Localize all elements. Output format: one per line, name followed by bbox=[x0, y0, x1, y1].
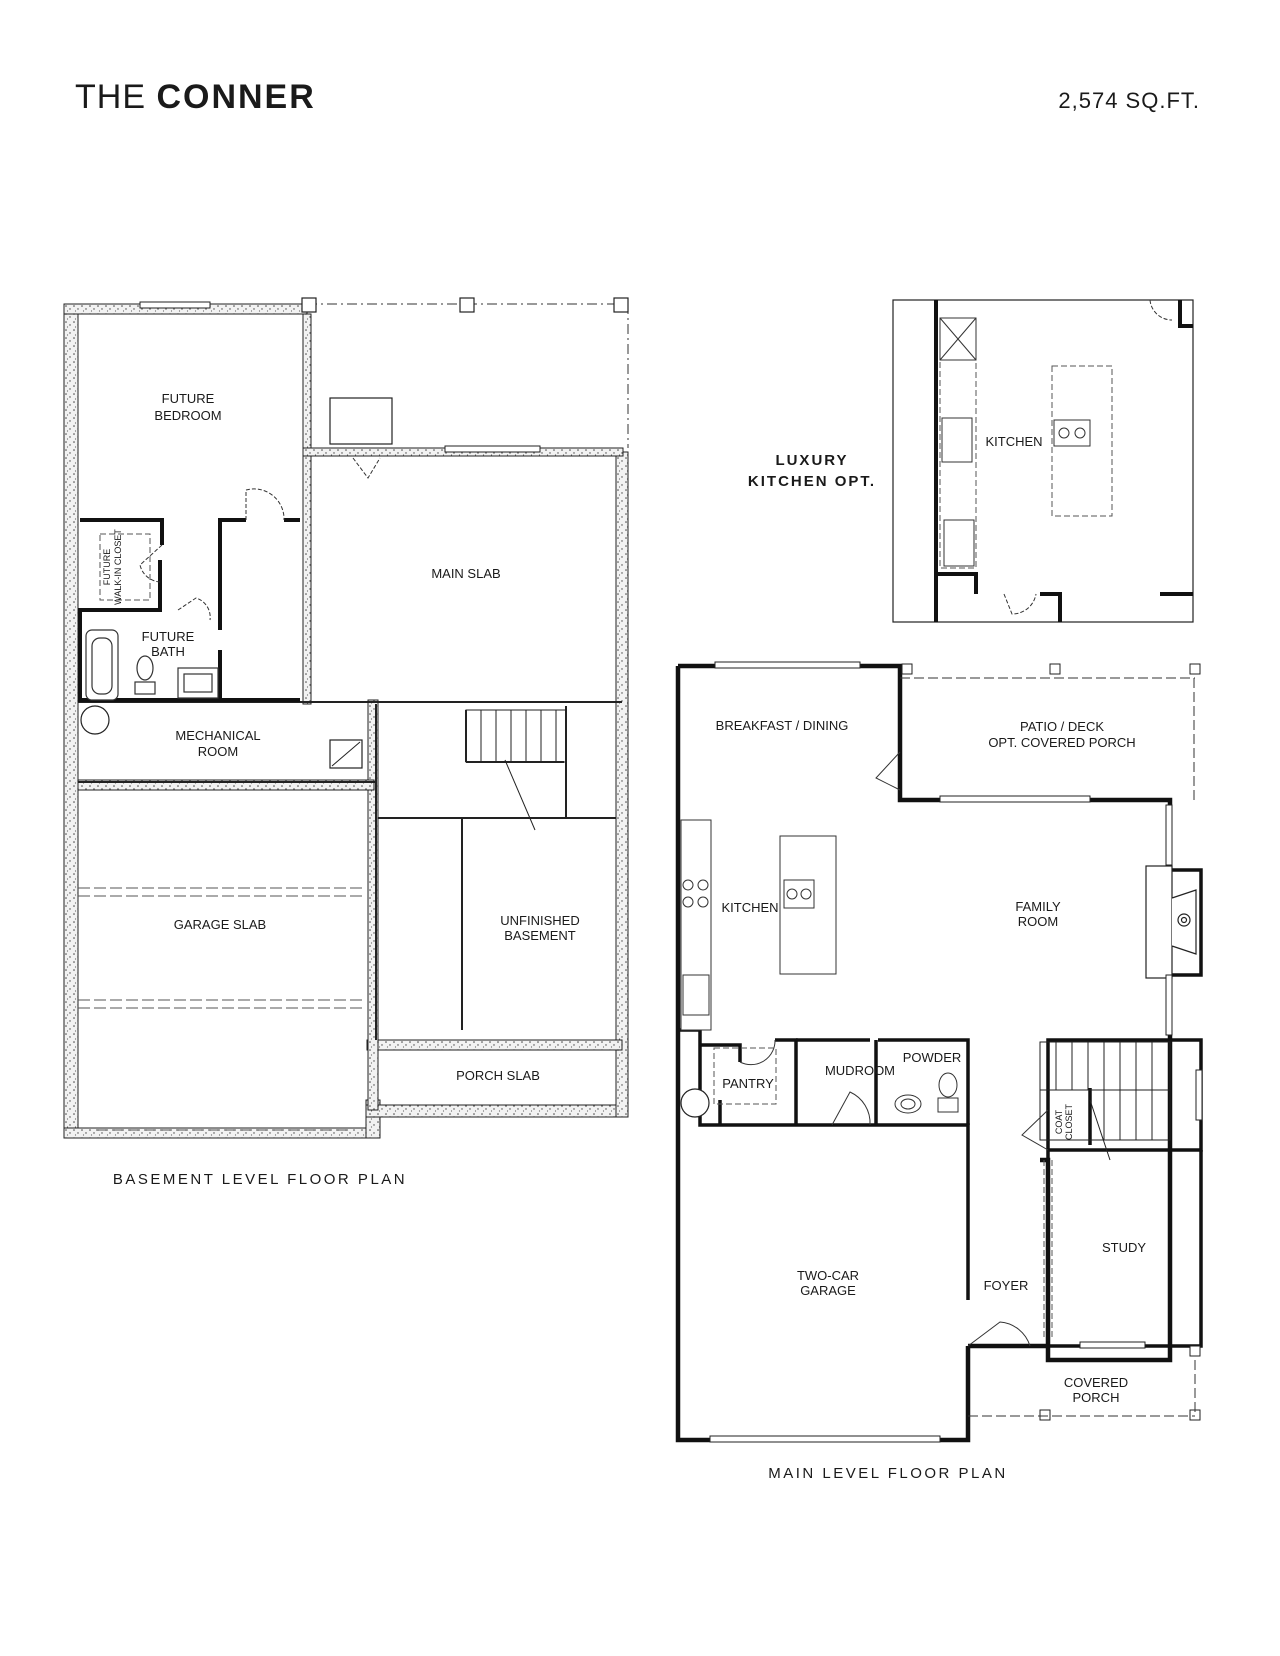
pantry-water-heater bbox=[680, 1088, 710, 1118]
basement-stairs bbox=[465, 709, 567, 831]
label-foyer: FOYER bbox=[984, 1278, 1029, 1293]
label-breakfast: BREAKFAST / DINING bbox=[716, 718, 849, 733]
bedroom-window bbox=[139, 301, 211, 309]
luxury-caption-1: LUXURY bbox=[775, 452, 848, 469]
label-future-bedroom-1: FUTURE bbox=[162, 391, 215, 406]
label-garage-2: GARAGE bbox=[800, 1283, 856, 1298]
patio-outline bbox=[900, 677, 1195, 800]
label-mechanical-2: ROOM bbox=[198, 744, 238, 759]
label-future-closet-2: WALK-IN CLOSET bbox=[113, 529, 123, 605]
porch-outline bbox=[968, 1360, 1196, 1417]
label-future-bath-1: FUTURE bbox=[142, 629, 195, 644]
luxury-kitchen-option: KITCHEN LUXURY KITCHEN OPT. bbox=[748, 299, 1194, 623]
basement-doors bbox=[139, 457, 381, 621]
label-future-closet-1: FUTURE bbox=[102, 549, 112, 586]
label-patio-1: PATIO / DECK bbox=[1020, 719, 1104, 734]
basement-egress-box bbox=[329, 397, 393, 445]
label-garage-1: TWO-CAR bbox=[797, 1268, 859, 1283]
label-main-slab: MAIN SLAB bbox=[431, 566, 500, 581]
label-porch-slab: PORCH SLAB bbox=[456, 1068, 540, 1083]
label-future-bedroom-2: BEDROOM bbox=[154, 408, 221, 423]
label-pantry: PANTRY bbox=[722, 1076, 774, 1091]
foundation-walls bbox=[63, 303, 629, 1139]
square-footage: 2,574 SQ.FT. bbox=[1058, 88, 1200, 113]
title-name: CONNER bbox=[156, 78, 316, 116]
label-garage-slab: GARAGE SLAB bbox=[174, 917, 266, 932]
garage-slab-lines bbox=[78, 887, 366, 1131]
label-study: STUDY bbox=[1102, 1240, 1146, 1255]
label-powder: POWDER bbox=[903, 1050, 962, 1065]
main-windows bbox=[709, 661, 1203, 1443]
label-covered-porch-2: PORCH bbox=[1073, 1390, 1120, 1405]
main-openings bbox=[713, 1047, 1053, 1340]
label-coat-2: CLOSET bbox=[1064, 1103, 1074, 1140]
fireplace bbox=[1145, 865, 1197, 979]
label-mudroom: MUDROOM bbox=[825, 1063, 895, 1078]
label-future-bath-2: BATH bbox=[151, 644, 185, 659]
label-unfinished-1: UNFINISHED bbox=[500, 913, 579, 928]
basement-caption: BASEMENT LEVEL FLOOR PLAN bbox=[113, 1171, 407, 1188]
water-heater bbox=[80, 705, 110, 735]
basement-plan: FUTURE BEDROOM FUTURE WALK-IN CLOSET FUT… bbox=[63, 297, 629, 1188]
label-luxury-kitchen: KITCHEN bbox=[985, 434, 1042, 449]
label-covered-porch-1: COVERED bbox=[1064, 1375, 1128, 1390]
main-slab-window bbox=[444, 445, 541, 453]
main-stairs bbox=[1039, 1041, 1171, 1161]
bath-fixtures bbox=[85, 629, 219, 701]
main-caption: MAIN LEVEL FLOOR PLAN bbox=[768, 1465, 1008, 1482]
kitchen-cabinetry bbox=[680, 819, 837, 1031]
plan-title: THE CONNER bbox=[75, 78, 316, 117]
title-prefix: THE bbox=[75, 78, 146, 116]
label-unfinished-2: BASEMENT bbox=[504, 928, 576, 943]
luxury-caption-2: KITCHEN OPT. bbox=[748, 473, 876, 490]
powder-fixtures bbox=[894, 1072, 959, 1114]
future-rooms-walls bbox=[78, 518, 300, 702]
patio-posts bbox=[901, 663, 1201, 1421]
main-doors bbox=[739, 751, 1049, 1347]
label-mechanical-1: MECHANICAL bbox=[175, 728, 260, 743]
label-patio-2: OPT. COVERED PORCH bbox=[988, 735, 1135, 750]
label-coat-1: COAT bbox=[1054, 1109, 1064, 1134]
label-family-2: ROOM bbox=[1018, 914, 1058, 929]
label-kitchen: KITCHEN bbox=[721, 900, 778, 915]
main-plan: BREAKFAST / DINING PATIO / DECK OPT. COV… bbox=[675, 661, 1203, 1482]
porch-posts bbox=[301, 297, 629, 313]
label-family-1: FAMILY bbox=[1015, 899, 1061, 914]
future-closet-outline bbox=[99, 533, 151, 601]
